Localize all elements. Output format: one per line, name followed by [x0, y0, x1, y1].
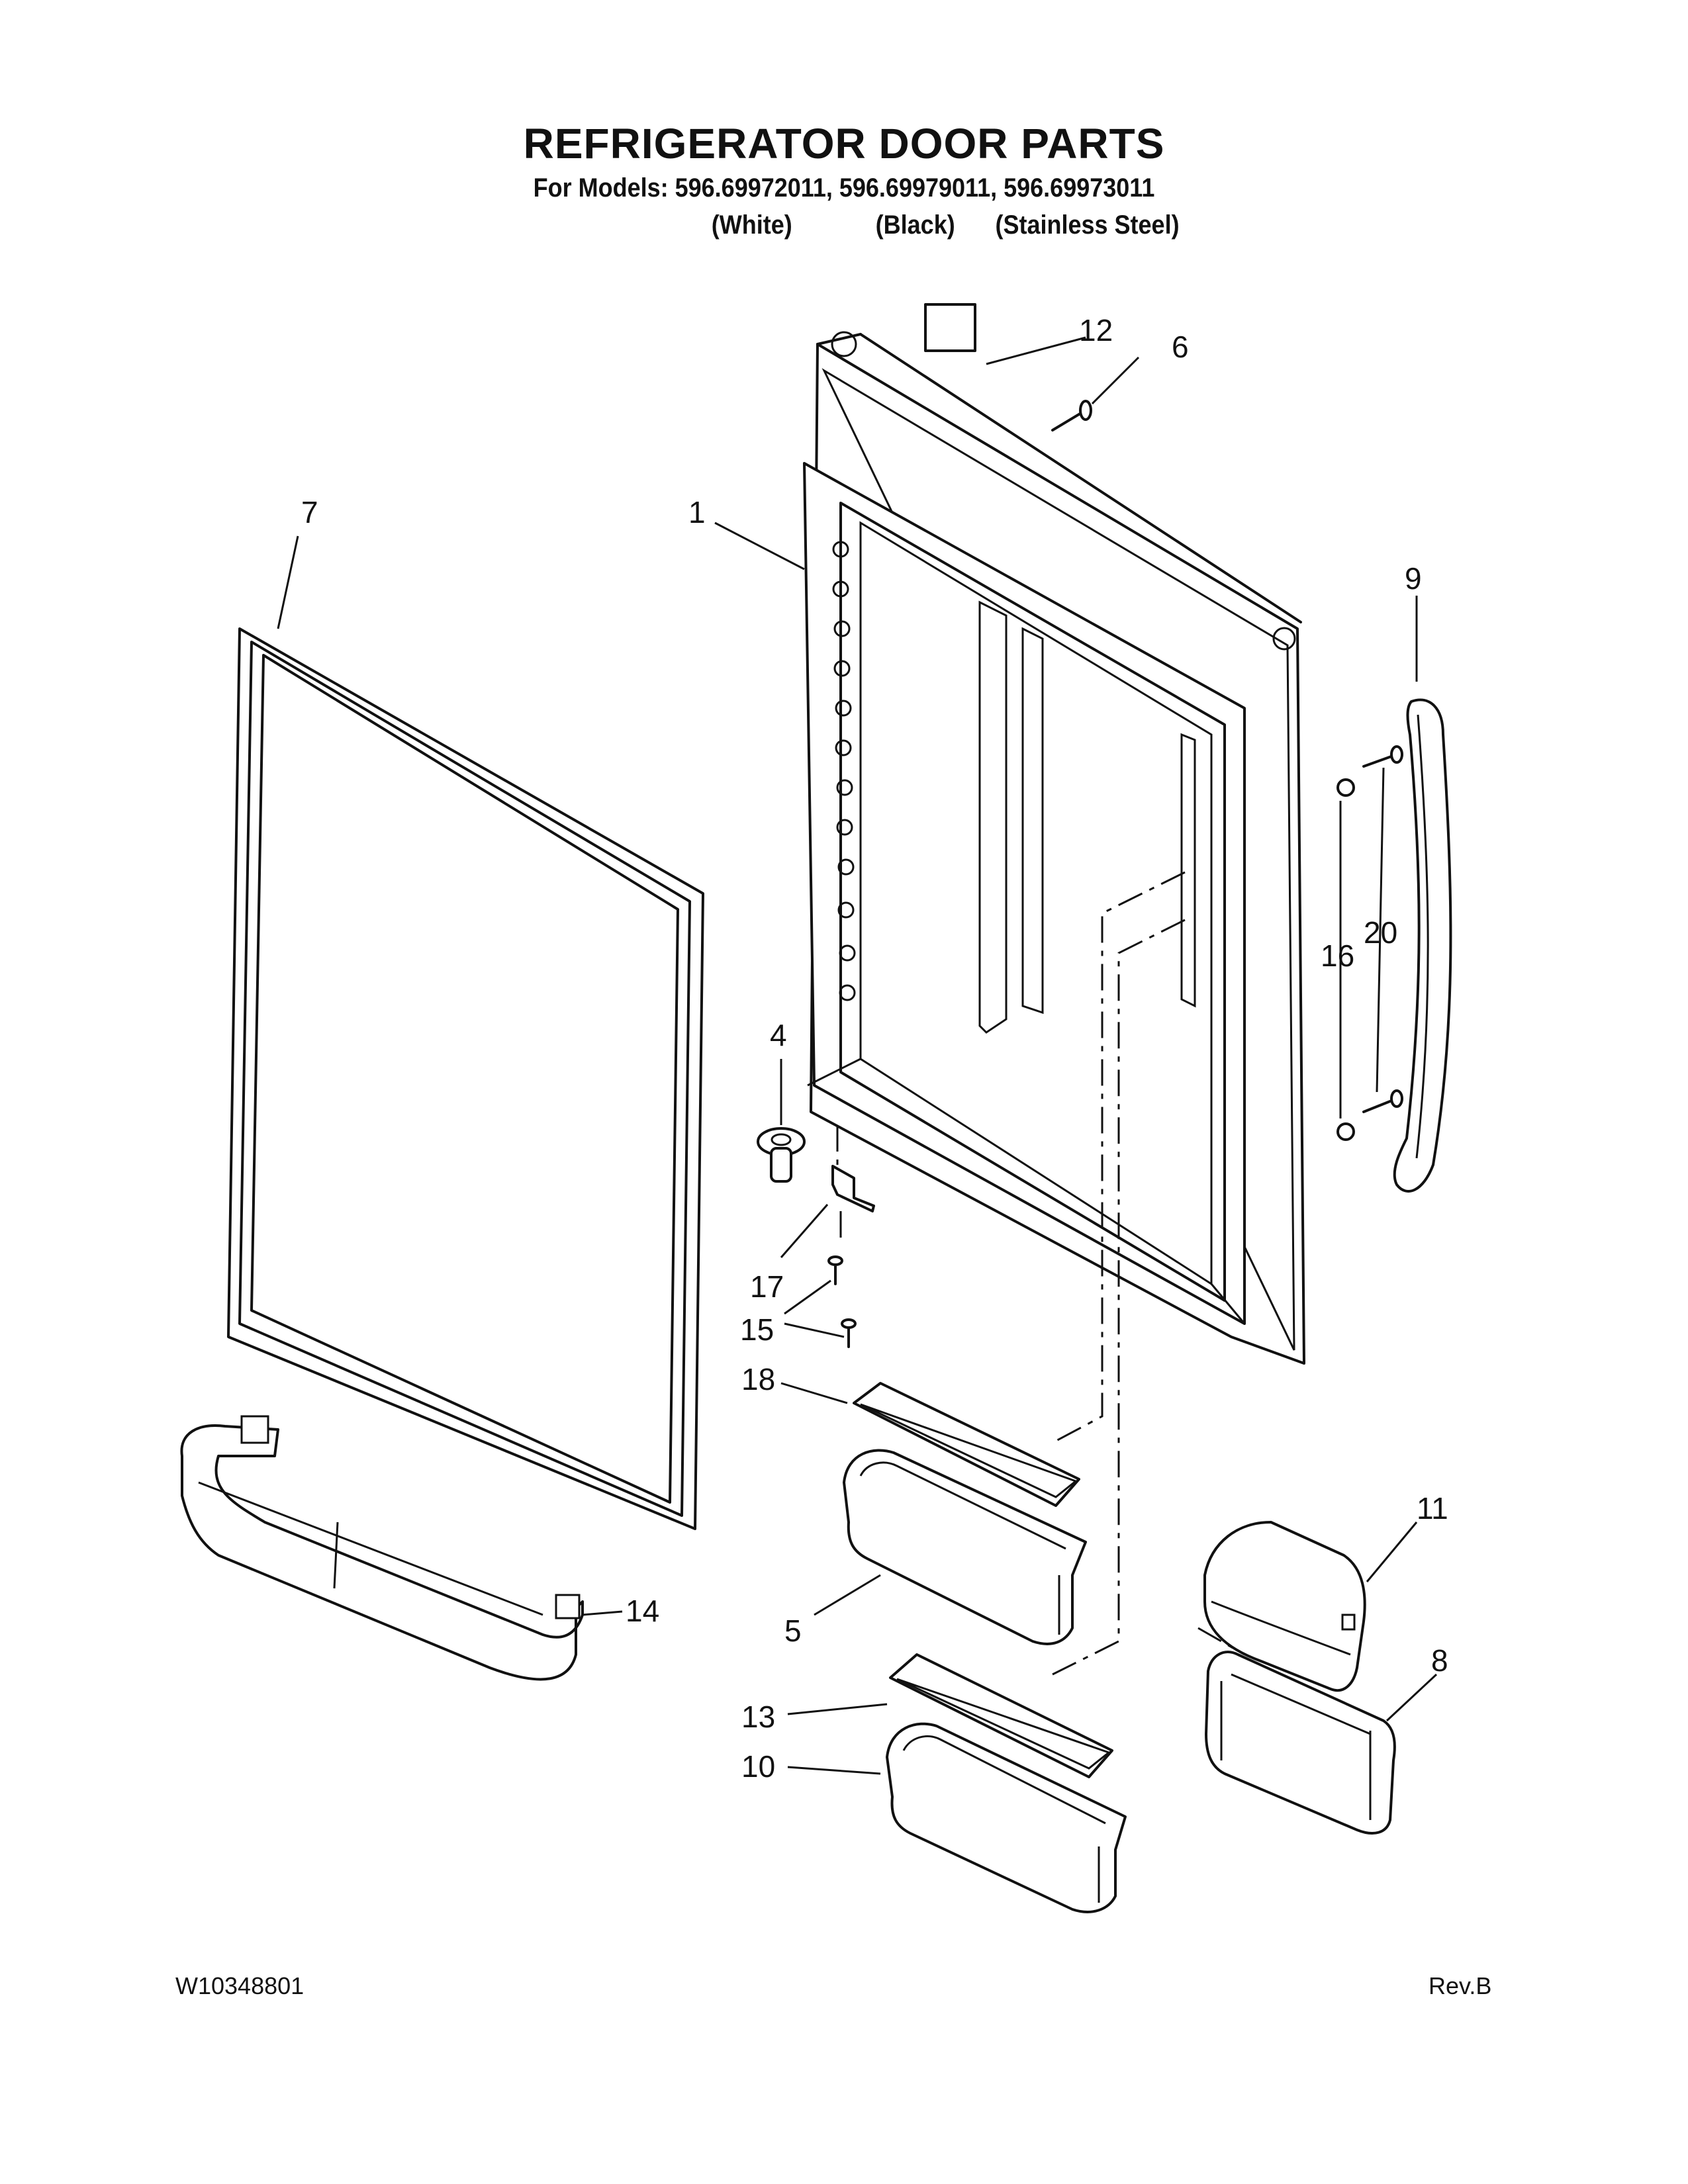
bin-cover-part-18	[853, 1382, 1080, 1507]
callout-14: 14	[626, 1594, 659, 1628]
callout-10: 10	[741, 1749, 775, 1784]
callout-15: 15	[740, 1312, 774, 1347]
door-handle-part-9	[1393, 698, 1452, 1193]
document-number: W10348801	[175, 1972, 305, 1999]
screw-part-6	[1051, 400, 1092, 432]
callout-5: 5	[784, 1614, 802, 1648]
callout-20: 20	[1364, 915, 1397, 950]
callout-1: 1	[688, 495, 706, 529]
dairy-door-part-11	[1203, 1521, 1366, 1692]
door-bin-part-5	[843, 1449, 1087, 1645]
callout-11: 11	[1417, 1491, 1448, 1525]
callout-7: 8	[1431, 1643, 1448, 1678]
crisper-bin-part-14	[180, 1415, 584, 1681]
revision-label: Rev.B	[1429, 1972, 1492, 1999]
callout-4: 4	[770, 1018, 787, 1052]
page-title: REFRIGERATOR DOOR PARTS	[523, 120, 1165, 167]
callout-18: 18	[741, 1362, 775, 1396]
finish-white: (White)	[711, 210, 792, 240]
finish-black: (Black)	[875, 210, 955, 240]
door-gasket-part-8	[227, 627, 704, 1530]
screws-part-15	[827, 1255, 857, 1348]
assembly-guide-lines	[836, 871, 1245, 1721]
finish-stainless-steel: (Stainless Steel)	[995, 210, 1180, 240]
dairy-bin-part-7	[1205, 1651, 1396, 1835]
bin-clips	[832, 541, 856, 1001]
callout-6: 6	[1172, 330, 1189, 364]
callout-9: 9	[1405, 561, 1422, 596]
callout-16: 16	[1321, 938, 1354, 973]
label-part-12	[924, 303, 976, 352]
callout-17: 17	[750, 1269, 784, 1304]
model-numbers: For Models: 596.69972011, 596.69979011, …	[533, 173, 1155, 203]
callout-8: 7	[301, 495, 318, 529]
handle-screws-parts-16-20	[1336, 745, 1403, 1141]
leader-lines	[277, 336, 1438, 1775]
door-bin-part-10	[886, 1722, 1127, 1913]
callout-12: 12	[1079, 313, 1113, 347]
callout-13: 13	[741, 1700, 775, 1734]
door-assembly-part-1	[803, 331, 1305, 1365]
bracket-part-17	[831, 1165, 875, 1212]
plug-part-4	[757, 1127, 806, 1183]
callout-numbers: 12 6 1 7 9 16 20 4 17 15 18 5 13 10 14 1…	[301, 313, 1448, 1784]
bin-cover-part-13	[889, 1653, 1113, 1778]
